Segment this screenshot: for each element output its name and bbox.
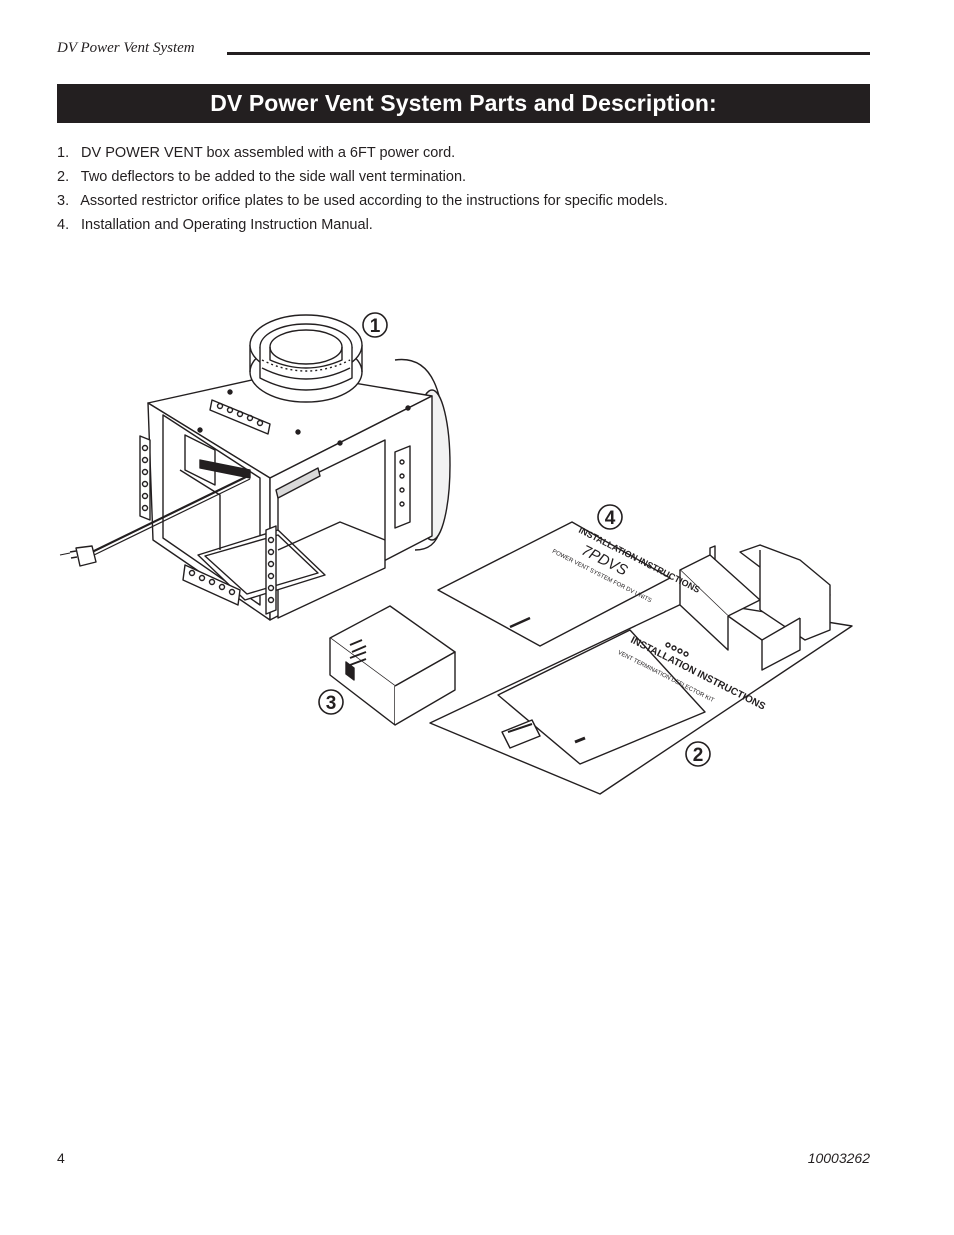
running-title: DV Power Vent System [57, 40, 195, 56]
item-text: Assorted restrictor orifice plates to be… [80, 193, 668, 209]
callout-circle-3 [318, 689, 344, 715]
callout-circle-1 [362, 312, 388, 338]
callout-circle-2 [685, 741, 711, 767]
deflector-kit [429, 544, 853, 795]
page-number: 4 [57, 1150, 65, 1166]
callout-2: 2 [693, 745, 704, 766]
manual-sheet [437, 521, 671, 647]
document-number: 10003262 [807, 1150, 870, 1166]
parts-list-item: 2. Two deflectors to be added to the sid… [57, 165, 668, 189]
callout-circle-4 [597, 504, 623, 530]
parts-list-item: 1. DV POWER VENT box assembled with a 6F… [57, 141, 668, 165]
item-number: 1. [57, 145, 70, 161]
header-rule [227, 52, 870, 55]
parts-list-item: 3. Assorted restrictor orifice plates to… [57, 189, 668, 213]
parts-list-item: 4. Installation and Operating Instructio… [57, 213, 668, 237]
power-cord [59, 474, 251, 567]
section-title-bar: DV Power Vent System Parts and Descripti… [57, 84, 870, 123]
parts-list: 1. DV POWER VENT box assembled with a 6F… [57, 141, 668, 237]
item-text: Two deflectors to be added to the side w… [80, 169, 467, 185]
item-text: DV POWER VENT box assembled with a 6FT p… [81, 145, 456, 161]
power-vent-box [139, 314, 451, 621]
callout-4: 4 [605, 508, 616, 529]
item-text: Installation and Operating Instruction M… [81, 217, 373, 233]
parts-illustration: 1 2 3 4 INSTALLATION INSTRUCTIONS 7PDVS … [59, 312, 853, 795]
section-title: DV Power Vent System Parts and Descripti… [210, 90, 717, 116]
callout-1: 1 [370, 316, 381, 337]
item-number: 4. [57, 217, 70, 233]
callout-3: 3 [326, 693, 337, 714]
page-header: DV Power Vent System [57, 40, 870, 62]
item-number: 2. [57, 169, 70, 185]
orifice-plate-box [329, 605, 456, 726]
item-number: 3. [57, 193, 70, 209]
